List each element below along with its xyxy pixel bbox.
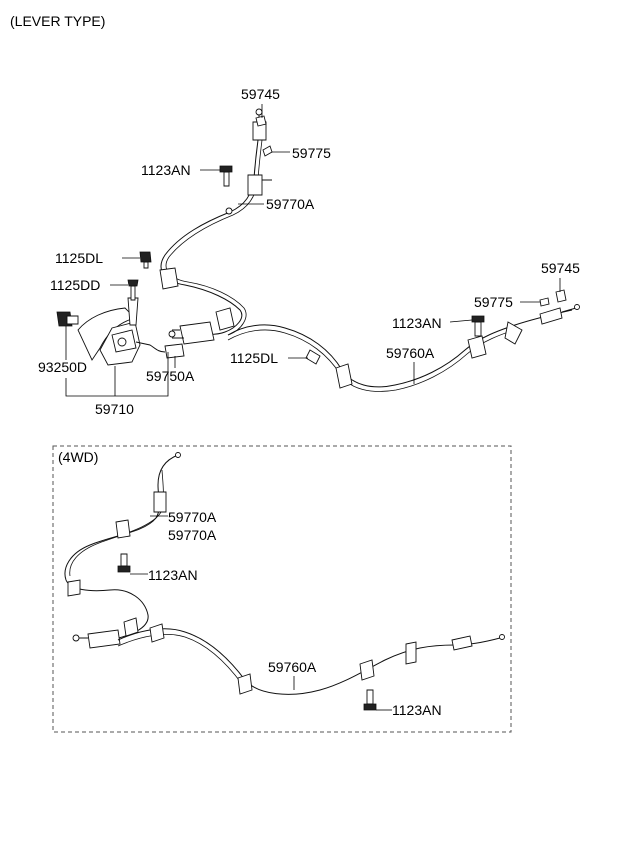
bolt-1125dd-icon — [127, 279, 139, 301]
label-59770a-top: 59770A — [266, 196, 315, 212]
cable-end-fitting-4wd — [451, 635, 473, 651]
cable-bracket-4wd — [115, 519, 131, 539]
label-59745-top: 59745 — [241, 86, 280, 102]
leader-1123an-right — [449, 319, 473, 323]
leader-59710 — [65, 352, 169, 397]
clip-59775-top-icon — [262, 145, 273, 157]
bolt-1123an-4wd-b-icon — [363, 689, 377, 711]
label-1123an-4wd-b: 1123AN — [392, 702, 442, 718]
cable-clip-rear-b — [467, 335, 487, 359]
cable-59770a-4wd — [64, 454, 179, 641]
cable-clip-4wd-top — [153, 491, 167, 513]
cable-clip-upper — [247, 174, 272, 196]
inset-4wd-border — [52, 445, 512, 733]
label-59775-top: 59775 — [292, 145, 331, 161]
label-1123an-4wd-a: 1123AN — [148, 567, 198, 583]
equalizer — [168, 321, 215, 345]
cable-end-4wd-right — [499, 634, 505, 640]
label-59745-right: 59745 — [541, 260, 580, 276]
label-59760a-top: 59760A — [386, 345, 435, 361]
label-1123an-right: 1123AN — [392, 315, 442, 331]
label-59750a: 59750A — [146, 368, 195, 384]
cable-clip-4wd-mid — [123, 617, 139, 637]
clip-59775-right-icon — [539, 297, 550, 307]
cable-clip-4wd-rear-b — [237, 673, 253, 695]
parking-brake-lever-assembly — [77, 297, 185, 366]
rear-cable-end-fitting — [539, 304, 580, 325]
bolt-1123an-right-icon — [471, 315, 485, 337]
cable-59760a-upper-inner — [227, 328, 518, 392]
bolt-1123an-4wd-a-icon — [117, 553, 131, 573]
cable-59760a-4wd-inner — [117, 634, 243, 685]
equalizer-4wd — [72, 629, 121, 649]
cable-bracket-point — [225, 207, 233, 215]
bolt-1125dl-mid-icon — [305, 349, 321, 365]
cable-clip-4wd-rear-a — [149, 623, 165, 643]
cable-clip-mid — [215, 307, 235, 331]
inset-4wd: (4WD) — [52, 445, 512, 733]
upper-assembly: 59745 59775 1123AN 59770A 1125DL 1125DD … — [38, 86, 580, 417]
cable-clip-left — [159, 267, 179, 290]
cable-clip-rear-a — [335, 363, 353, 389]
cable-clip-4wd-rear-c — [359, 659, 375, 681]
label-93250d: 93250D — [38, 359, 87, 375]
cable-end-4wd-top — [175, 452, 181, 458]
diagram-title: (LEVER TYPE) — [10, 13, 105, 29]
label-1123an-top: 1123AN — [141, 162, 191, 178]
switch-93250d — [56, 311, 79, 327]
label-59775-right: 59775 — [474, 294, 513, 310]
retainer-59745-right-icon — [555, 289, 567, 303]
bolt-1125dl-left-icon — [139, 251, 152, 269]
label-59770a-4wd-a: 59770A — [168, 509, 217, 525]
cable-59760a-upper — [227, 309, 573, 388]
label-1125dl-mid: 1125DL — [230, 350, 278, 366]
label-1125dl-left: 1125DL — [55, 250, 103, 266]
retainer-59745-top-icon — [255, 115, 267, 127]
label-59710: 59710 — [95, 401, 134, 417]
inset-4wd-title: (4WD) — [58, 449, 98, 465]
label-59770a-4wd-b: 59770A — [168, 527, 217, 543]
cable-clip-4wd-left — [67, 579, 81, 597]
label-59760a-4wd: 59760A — [268, 659, 317, 675]
cable-bracket-4wd-rear — [405, 641, 417, 665]
cable-bracket-rear — [504, 321, 523, 345]
bolt-1123an-top-icon — [219, 165, 233, 187]
label-1125dd: 1125DD — [50, 277, 100, 293]
